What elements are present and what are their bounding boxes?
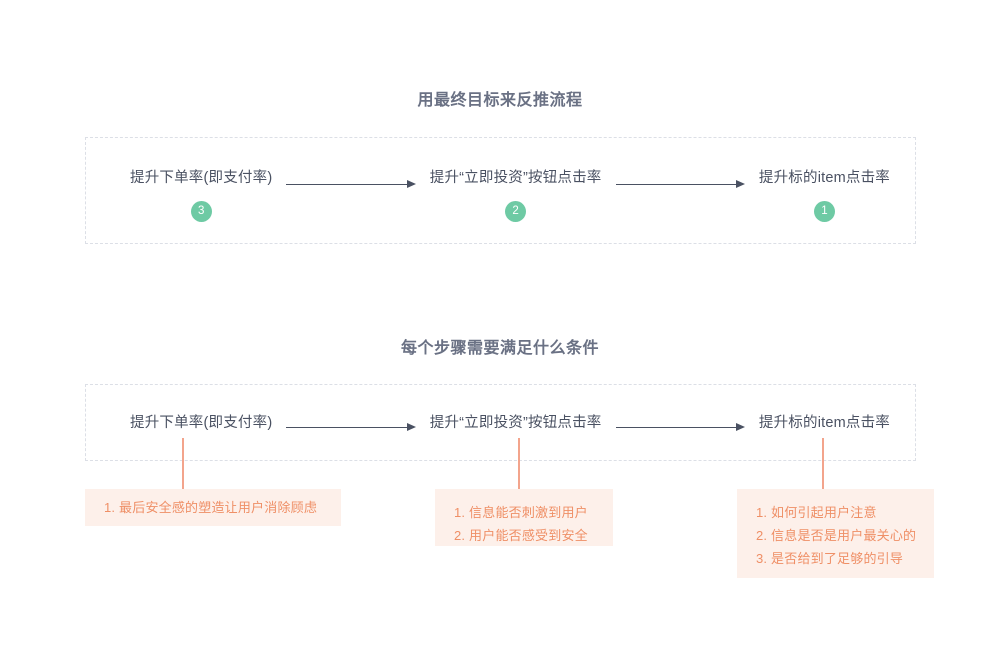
flow-node-payment-rate[interactable]: 提升下单率(即支付率) 3 [130, 168, 272, 222]
condition-item: 1. 信息能否刺激到用户 [454, 505, 588, 520]
condition-card-item-ctr: 1. 如何引起用户注意 2. 信息是否是用户最关心的 3. 是否给到了足够的引导 [737, 489, 934, 578]
condition-item: 1. 如何引起用户注意 [756, 505, 877, 520]
flow-node-item-ctr[interactable]: 提升标的item点击率 1 [759, 168, 890, 222]
condition-card-payment-rate: 1. 最后安全感的塑造让用户消除顾虑 [85, 489, 341, 526]
arrow-right-icon [615, 177, 745, 191]
flow-node-label: 提升“立即投资”按钮点击率 [429, 170, 602, 186]
condition-card-invest-button: 1. 信息能否刺激到用户 2. 用户能否感受到安全 [435, 489, 613, 546]
step-order-badge: 1 [813, 201, 835, 222]
section-title-goal-backtracking: 用最终目标来反推流程 [417, 92, 583, 109]
condition-item: 1. 最后安全感的塑造让用户消除顾虑 [104, 500, 318, 515]
flow-node-payment-rate-2[interactable]: 提升下单率(即支付率) [130, 413, 272, 433]
flow-node-label: 提升“立即投资”按钮点击率 [429, 415, 602, 431]
condition-item: 2. 信息是否是用户最关心的 [756, 528, 917, 543]
arrow-right-icon [615, 420, 745, 434]
section-title-step-conditions: 每个步骤需要满足什么条件 [400, 340, 599, 357]
condition-item: 3. 是否给到了足够的引导 [756, 551, 904, 566]
flow-row-secondary: 提升下单率(即支付率) 提升“立即投资”按钮点击率 提升标的item点击率 [130, 412, 890, 434]
arrow-right-icon [286, 420, 415, 434]
flow-container-primary [85, 137, 916, 244]
flow-node-label: 提升标的item点击率 [758, 415, 890, 431]
connector-line-2 [518, 438, 520, 490]
flow-node-item-ctr-2[interactable]: 提升标的item点击率 [759, 413, 890, 433]
condition-item: 2. 用户能否感受到安全 [454, 528, 588, 543]
flow-node-label: 提升标的item点击率 [758, 170, 890, 186]
flow-node-label: 提升下单率(即支付率) [130, 170, 273, 186]
connector-line-3 [822, 438, 824, 490]
connector-line-1 [182, 438, 184, 490]
flow-node-invest-button-ctr[interactable]: 提升“立即投资”按钮点击率 2 [430, 168, 602, 222]
flow-node-label: 提升下单率(即支付率) [130, 415, 273, 431]
flow-node-invest-button-ctr-2[interactable]: 提升“立即投资”按钮点击率 [430, 413, 602, 433]
step-order-badge: 2 [505, 201, 527, 222]
flow-container-secondary [85, 384, 916, 461]
step-order-badge: 3 [190, 201, 212, 222]
flow-row-primary: 提升下单率(即支付率) 3 提升“立即投资”按钮点击率 2 提升标的item点击… [130, 168, 890, 222]
arrow-right-icon [286, 177, 415, 191]
